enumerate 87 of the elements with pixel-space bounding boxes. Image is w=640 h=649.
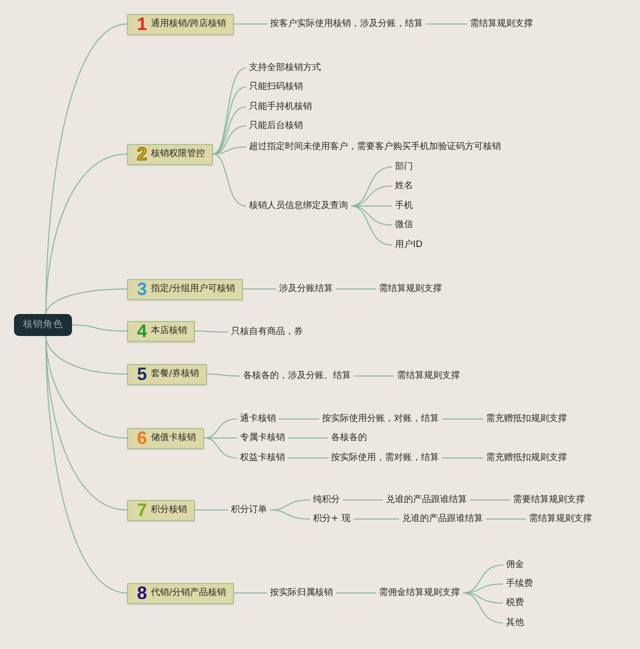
branch-line xyxy=(45,336,128,594)
topic-number: 3 xyxy=(137,280,148,298)
branch-line xyxy=(336,592,376,594)
topic-box xyxy=(127,14,234,34)
topic-box xyxy=(127,428,204,448)
branch-text: 税费 xyxy=(503,595,527,611)
branch-line xyxy=(204,438,238,458)
branch-text: 按实际使用，需对账，结算 xyxy=(328,450,442,466)
branch-line xyxy=(350,206,392,246)
branch-text: 兑谁的产品跟谁结算 xyxy=(383,492,470,508)
branch-line xyxy=(212,154,246,206)
branch-text: 积分+ 现 xyxy=(310,511,354,527)
topic-number: 1 xyxy=(137,15,148,33)
branch-text: 积分订单 xyxy=(228,502,270,518)
topic-label: 指定/分组用户可核销 xyxy=(151,282,236,296)
branch-line xyxy=(72,324,128,332)
branch-text: 需充赠抵扣规则支撑 xyxy=(483,450,570,466)
topic-box xyxy=(127,582,234,604)
branch-text: 各核各的 xyxy=(328,430,370,446)
branch-text: 核销人员信息绑定及查询 xyxy=(246,198,351,214)
branch-text: 超过指定时间未使用客户，需要客户购买手机加验证码方可核销 xyxy=(246,139,504,155)
branch-line xyxy=(350,166,392,206)
branch-line xyxy=(206,374,240,376)
topic-box xyxy=(127,364,208,384)
branch-text: 需充赠抵扣规则支撑 xyxy=(483,411,570,427)
branch-text: 其他 xyxy=(503,615,527,631)
topic-number: 5 xyxy=(137,365,148,383)
branch-text: 按实际归属核销 xyxy=(267,585,336,601)
branch-text: 需结算规则支撑 xyxy=(376,281,445,297)
branch-text: 涉及分账结算 xyxy=(276,281,336,297)
branch-text: 微信 xyxy=(392,217,416,233)
branch-text: 需结算规则支撑 xyxy=(467,16,536,32)
branch-text: 权益卡核销 xyxy=(237,450,288,466)
branch-text: 专属卡核销 xyxy=(237,430,288,446)
topic-label: 核销权限管控 xyxy=(151,148,206,161)
branch-line xyxy=(352,518,400,520)
branch-text: 需佣金结算规则支撑 xyxy=(376,585,463,601)
branch-text: 手续费 xyxy=(503,576,536,592)
branch-line xyxy=(194,330,228,332)
topic-box xyxy=(127,278,244,300)
branch-text: 兑谁的产品跟谁结算 xyxy=(399,511,486,527)
branch-text: 只能手持机核销 xyxy=(246,99,315,115)
branch-line xyxy=(45,154,128,314)
topic-number: 8 xyxy=(137,584,148,602)
branch-line xyxy=(442,418,484,420)
topic-label: 储值卡核销 xyxy=(151,432,196,445)
topic-box xyxy=(127,320,196,342)
branch-line xyxy=(336,288,376,290)
topic-label: 套餐/券核销 xyxy=(151,368,200,381)
topic-label: 通用核销/跨店核销 xyxy=(151,18,226,31)
branch-text: 佣金 xyxy=(503,557,527,573)
branch-text: 通卡核销 xyxy=(237,411,279,427)
branch-text: 需结算规则支撑 xyxy=(526,511,595,527)
topic-label: 积分核销 xyxy=(151,504,188,517)
topic-label: 代销/分销产品核销 xyxy=(151,586,226,600)
branch-line xyxy=(462,592,504,624)
branch-text: 只能扫码核销 xyxy=(246,79,306,95)
branch-text: 姓名 xyxy=(392,178,416,194)
topic-number: 7 xyxy=(137,501,148,519)
topic-label: 本店核销 xyxy=(151,324,188,338)
topic-box xyxy=(127,500,196,520)
branch-text: 只核自有商品，券 xyxy=(228,324,306,340)
topic-number: 2 xyxy=(137,145,148,163)
branch-line xyxy=(270,510,310,520)
branch-text: 支持全部核销方式 xyxy=(246,60,324,76)
branch-text: 只能后台核销 xyxy=(246,118,306,134)
branch-line xyxy=(212,106,246,154)
branch-text: 按客户实际使用核销，涉及分账，结算 xyxy=(267,16,426,32)
branch-text: 需结算规则支撑 xyxy=(394,368,463,384)
branch-text: 各核各的，涉及分账、结算 xyxy=(240,368,354,384)
branch-text: 手机 xyxy=(392,198,416,214)
branch-line xyxy=(278,418,320,420)
branch-line xyxy=(212,86,246,154)
branch-text: 用户ID xyxy=(392,237,426,253)
branch-line xyxy=(486,518,526,520)
root-box: 核销角色 xyxy=(14,314,72,336)
branch-text: 部门 xyxy=(392,159,416,175)
branch-line xyxy=(45,288,128,314)
topic-number: 4 xyxy=(137,322,148,340)
topic-box xyxy=(127,144,214,164)
branch-text: 需要结算规则支撑 xyxy=(510,492,588,508)
branch-line xyxy=(242,288,276,290)
branch-line xyxy=(350,206,392,226)
branch-text: 按实际使用分账，对账，结算 xyxy=(319,411,442,427)
topic-number: 6 xyxy=(137,429,148,447)
branch-text: 纯积分 xyxy=(310,492,343,508)
branch-line xyxy=(234,592,268,594)
